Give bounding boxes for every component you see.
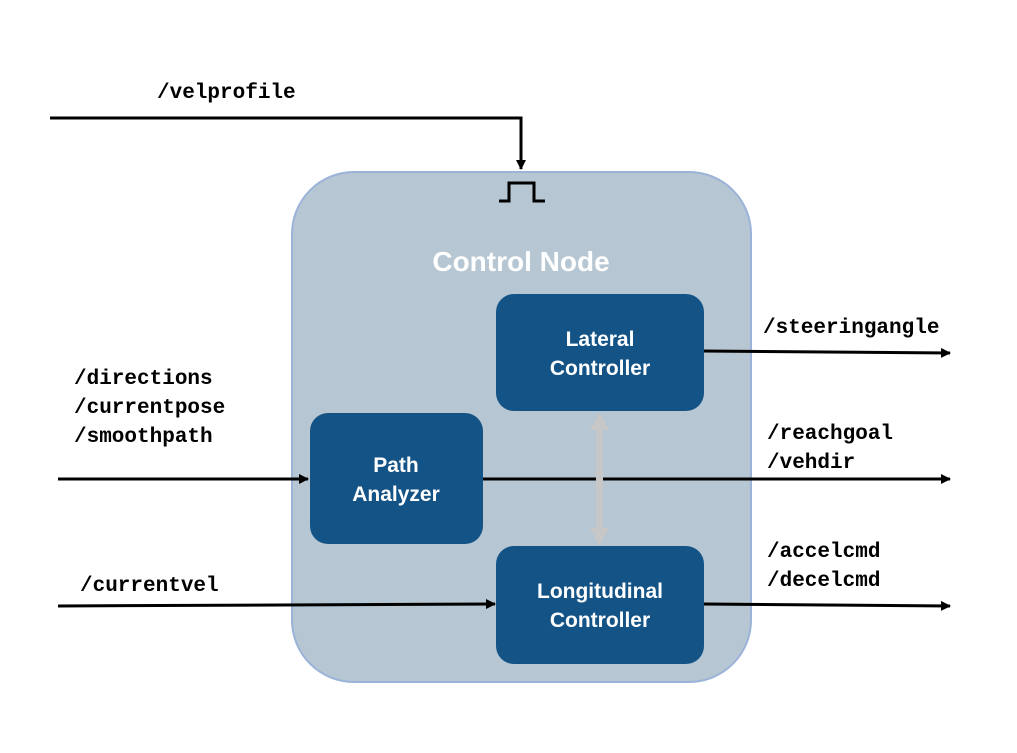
accel-decel-arrow: [702, 600, 951, 611]
steeringangle-label: /steeringangle: [763, 317, 939, 340]
currentvel-label: /currentvel: [80, 575, 219, 598]
steeringangle-arrow: [702, 347, 951, 358]
path-analyzer-line2: Analyzer: [352, 483, 440, 506]
longitudinal-controller-line2: Controller: [550, 609, 650, 632]
decelcmd-label: /decelcmd: [767, 570, 880, 593]
longitudinal-controller-block: Longitudinal Controller: [496, 546, 704, 664]
vehdir-label: /vehdir: [767, 452, 855, 475]
path-analyzer-line1: Path: [373, 454, 419, 477]
lateral-controller-block: Lateral Controller: [496, 294, 704, 411]
trigger-icon: [499, 181, 545, 203]
reachgoal-label: /reachgoal: [767, 423, 893, 446]
lateral-controller-line1: Lateral: [566, 328, 635, 351]
velprofile-label: /velprofile: [157, 82, 296, 105]
directions-label: /directions: [74, 368, 213, 391]
longitudinal-controller-line1: Longitudinal: [537, 580, 663, 603]
accelcmd-label: /accelcmd: [767, 541, 880, 564]
lateral-controller-line2: Controller: [550, 357, 650, 380]
velprofile-arrow: [50, 116, 526, 170]
control-node-title: Control Node: [432, 246, 609, 277]
smoothpath-label: /smoothpath: [74, 426, 213, 449]
path-analyzer-block: Path Analyzer: [310, 413, 483, 544]
currentvel-arrow: [57, 599, 496, 610]
bidirectional-arrow-icon: [590, 413, 609, 545]
currentpose-label: /currentpose: [74, 397, 225, 420]
